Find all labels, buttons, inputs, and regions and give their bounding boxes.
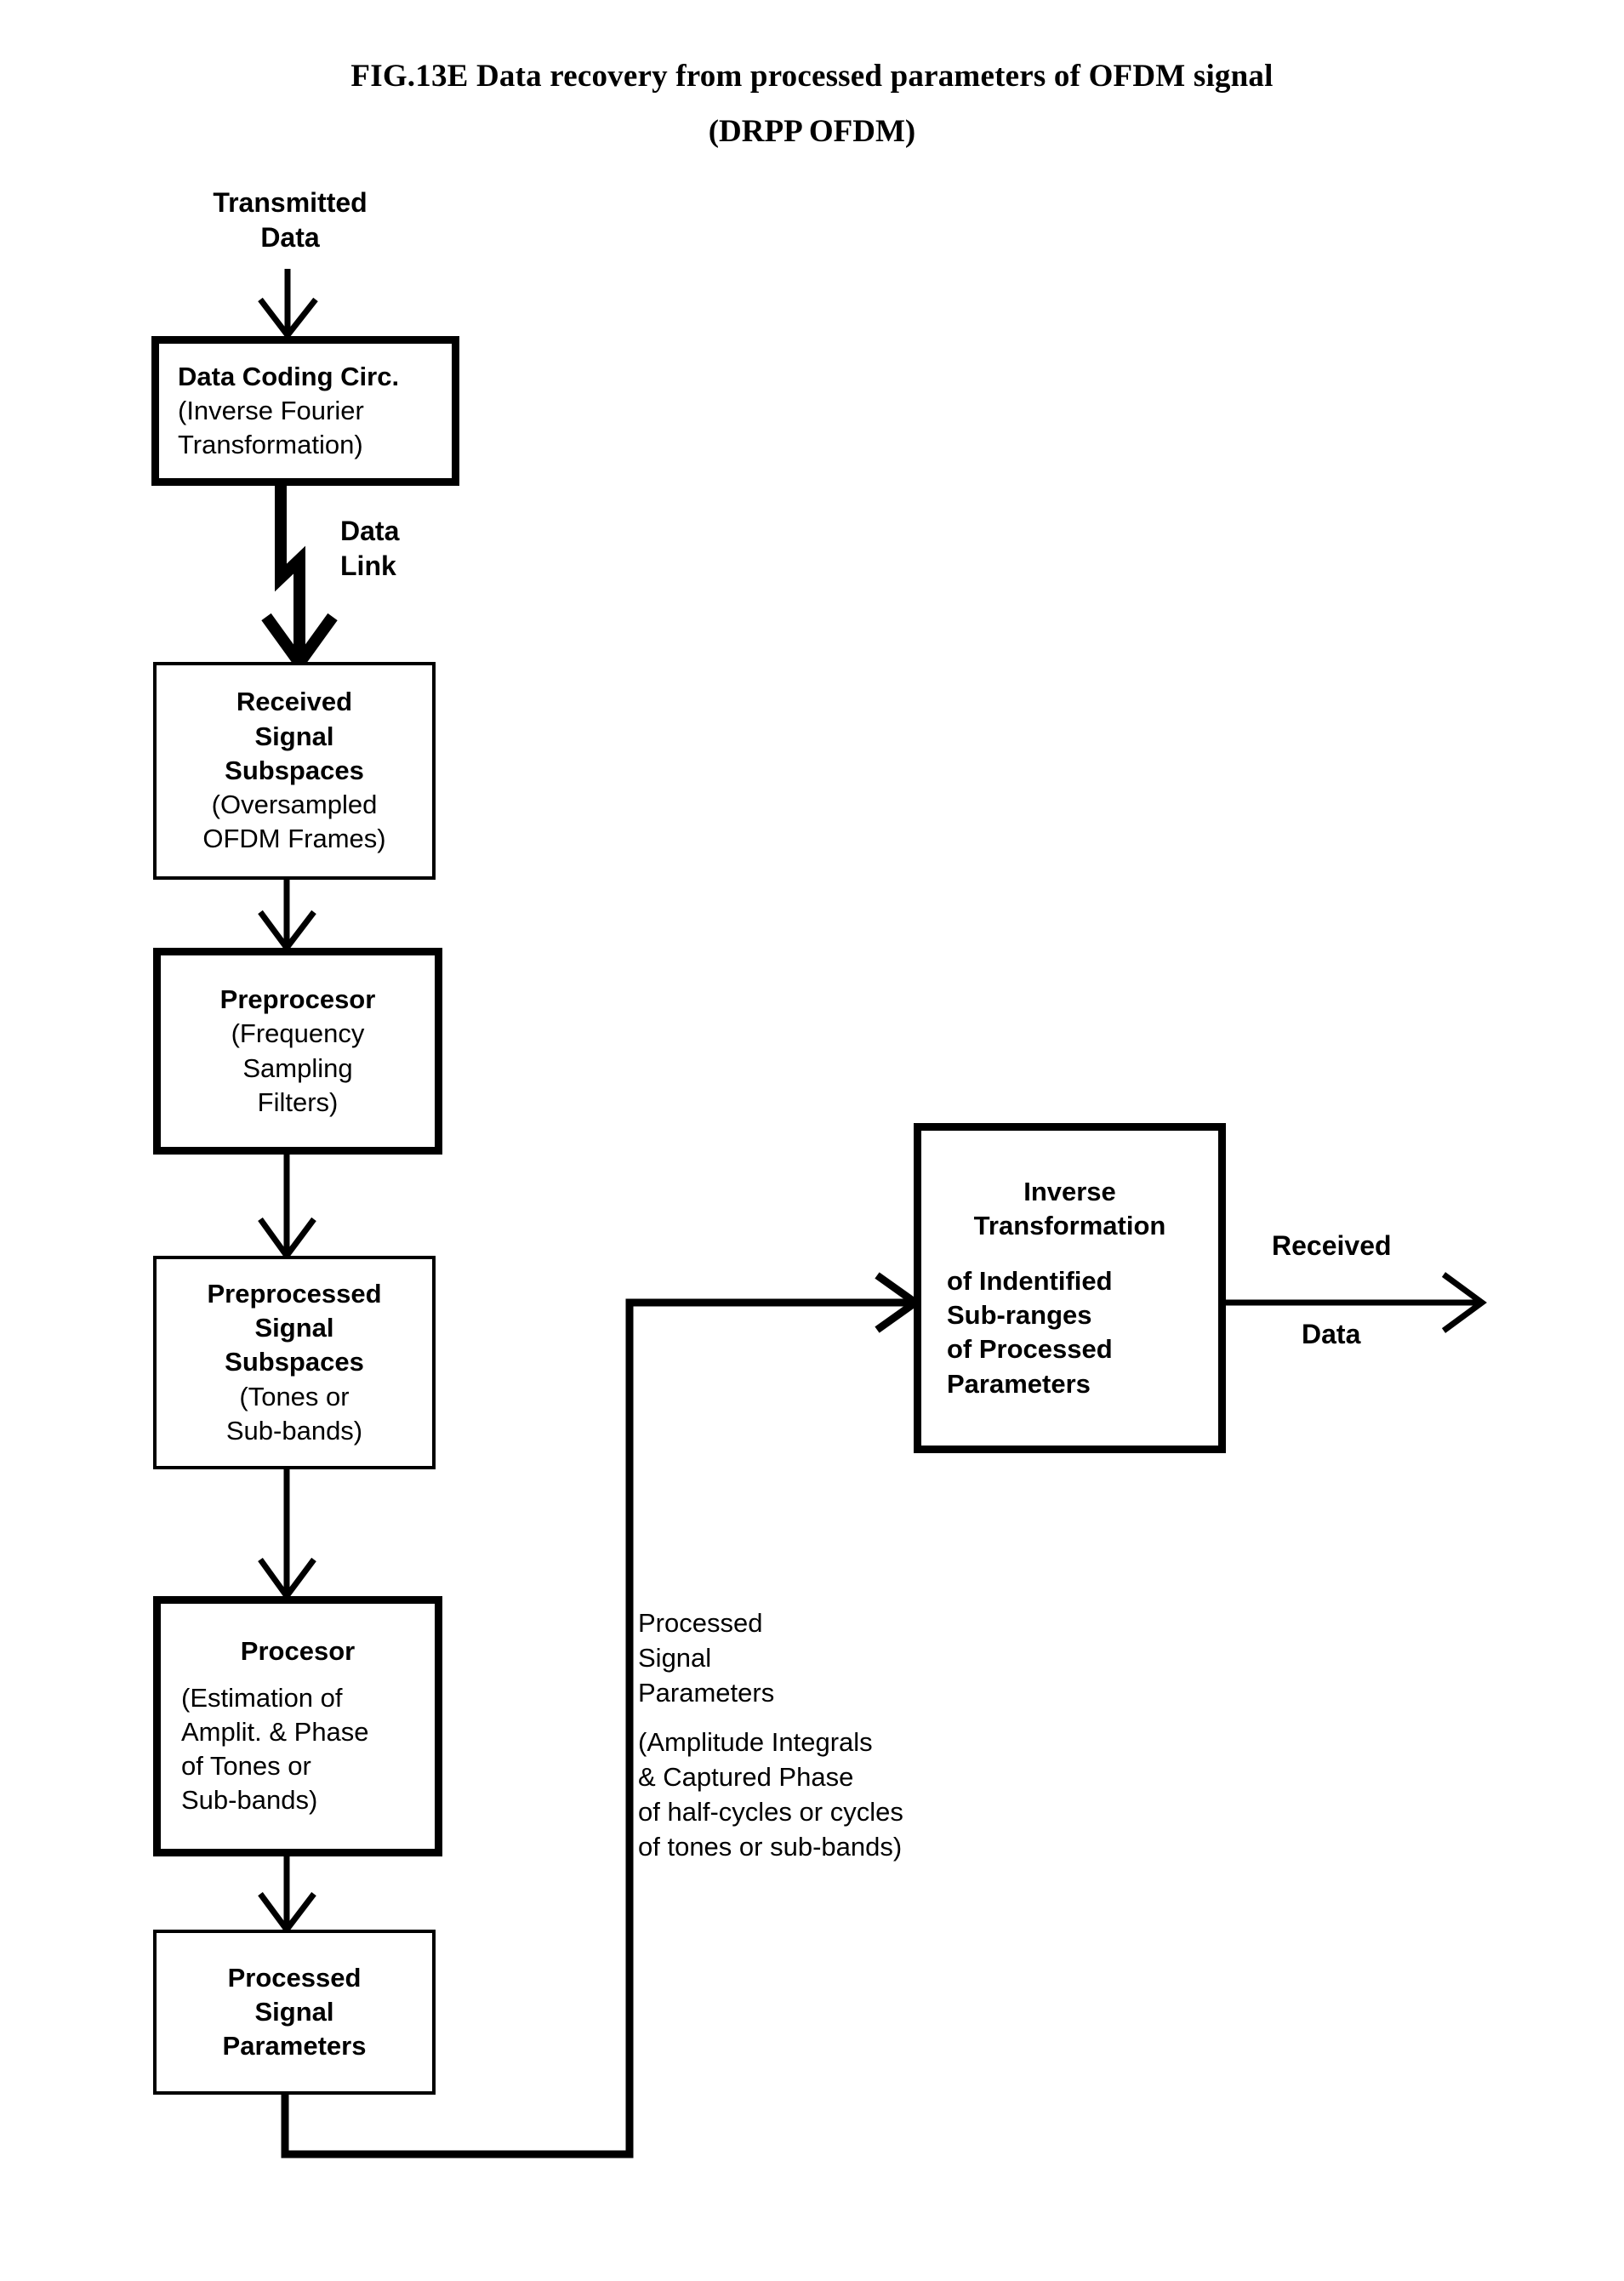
box-inverse-heading-2: Transformation — [973, 1211, 1166, 1241]
box-procesor-line-2: Amplit. & Phase — [181, 1716, 369, 1747]
box-received-signal-subspaces[interactable]: Received Signal Subspaces (Oversampled O… — [153, 662, 436, 880]
annotation-line-7: of tones or sub-bands) — [638, 1832, 903, 1862]
annotation-line-4: (Amplitude Integrals — [638, 1726, 873, 1757]
label-data-link-line-1: Data — [340, 516, 400, 546]
box-procesor-line-4: Sub-bands) — [181, 1785, 318, 1816]
arrow-input-to-data-coding — [258, 269, 318, 340]
box-processed-params-heading-1: Processed — [227, 1962, 362, 1993]
box-procesor-heading: Procesor — [240, 1636, 356, 1667]
label-received-data-line-2: Data — [1302, 1319, 1361, 1349]
label-data-link: Data Link — [340, 514, 399, 584]
box-procesor-line-3: of Tones or — [181, 1751, 311, 1782]
box-procesor[interactable]: Procesor (Estimation of Amplit. & Phase … — [153, 1596, 442, 1856]
box-received-line-1: (Oversampled — [211, 790, 378, 820]
box-inverse-line-4: Parameters — [947, 1368, 1091, 1399]
annotation-processed-signal-parameters: Processed Signal Parameters (Amplitude I… — [638, 1605, 903, 1865]
arrow-procesor-to-processed-parameters — [258, 1856, 316, 1935]
box-processed-signal-parameters[interactable]: Processed Signal Parameters — [153, 1930, 436, 2095]
arrow-data-link — [261, 485, 338, 673]
box-data-coding-circuit[interactable]: Data Coding Circ. (Inverse Fourier Trans… — [151, 336, 459, 486]
box-inverse-line-2: Sub-ranges — [947, 1300, 1092, 1330]
box-preprocessed-line-2: Sub-bands) — [225, 1415, 363, 1446]
box-preprocessed-heading-1: Preprocessed — [207, 1278, 382, 1309]
arrow-received-to-preprocesor — [258, 879, 316, 953]
arrow-received-data-output — [1226, 1272, 1487, 1333]
box-preprocessed-line-1: (Tones or — [239, 1381, 350, 1411]
box-received-line-2: OFDM Frames) — [202, 824, 386, 854]
label-transmitted-data-line-1: Transmitted — [213, 187, 368, 218]
box-inverse-transformation[interactable]: Inverse Transformation of Indentified Su… — [914, 1123, 1226, 1453]
box-preprocessed-heading-2: Signal — [254, 1313, 334, 1343]
box-preprocesor-line-2: Sampling — [242, 1052, 353, 1083]
box-received-heading-1: Received — [236, 687, 353, 717]
arrow-preprocesor-to-preprocessed — [258, 1155, 316, 1261]
box-received-heading-2: Signal — [254, 721, 334, 751]
box-received-heading-3: Subspaces — [225, 755, 364, 785]
box-inverse-line-1: of Indentified — [947, 1265, 1113, 1296]
label-transmitted-data-line-2: Data — [260, 221, 320, 253]
box-data-coding-line-1: (Inverse Fourier — [178, 395, 364, 425]
figure-title-line-1: FIG.13E Data recovery from processed par… — [350, 59, 1274, 94]
label-received-data-line-1: Received — [1272, 1230, 1392, 1261]
annotation-line-2: Signal — [638, 1643, 712, 1674]
box-preprocesor[interactable]: Preprocesor (Frequency Sampling Filters) — [153, 948, 442, 1155]
arrow-preprocessed-to-procesor — [258, 1469, 316, 1601]
box-preprocessed-signal-subspaces[interactable]: Preprocessed Signal Subspaces (Tones or … — [153, 1256, 436, 1469]
annotation-line-5: & Captured Phase — [638, 1761, 854, 1792]
label-transmitted-data: Transmitted Data — [209, 185, 371, 255]
annotation-line-3: Parameters — [638, 1678, 775, 1708]
box-inverse-heading-1: Inverse — [1023, 1177, 1116, 1207]
box-preprocesor-line-3: Filters) — [257, 1086, 339, 1117]
box-inverse-line-3: of Processed — [947, 1334, 1113, 1365]
figure-title: FIG.13E Data recovery from processed par… — [0, 58, 1624, 150]
box-preprocesor-line-1: (Frequency — [231, 1018, 365, 1049]
box-data-coding-line-2: Transformation) — [178, 430, 363, 460]
box-preprocesor-heading: Preprocesor — [219, 984, 376, 1014]
box-data-coding-heading: Data Coding Circ. — [178, 361, 400, 391]
annotation-spacer — [638, 1711, 903, 1725]
annotation-line-1: Processed — [638, 1608, 763, 1638]
label-data-link-line-2: Link — [340, 550, 396, 581]
box-preprocessed-heading-3: Subspaces — [225, 1347, 364, 1377]
annotation-line-6: of half-cycles or cycles — [638, 1797, 903, 1828]
figure-title-line-2: (DRPP OFDM) — [708, 114, 916, 149]
box-processed-params-heading-3: Parameters — [222, 2031, 367, 2061]
box-procesor-line-1: (Estimation of — [181, 1682, 343, 1713]
box-processed-params-heading-2: Signal — [254, 1996, 334, 2027]
